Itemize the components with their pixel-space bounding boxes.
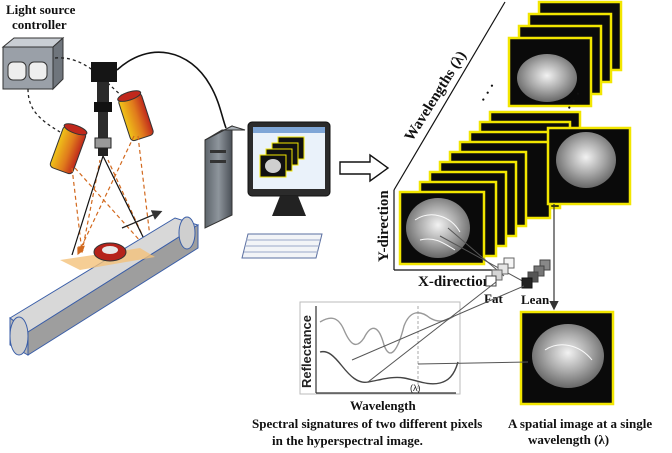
process-arrow [339,153,390,183]
spatial-caption-line1: A spatial image at a single [508,416,652,431]
lambda-marker-label: (λ) [410,383,421,393]
wavelength-axis [393,1,506,191]
spatial-caption-line2: wavelength (λ) [528,432,609,447]
wavelengths-label: Wavelengths (λ) [402,48,470,144]
light-source-controller: Light source controller [1,2,76,91]
light-rays [71,135,155,256]
camera-cable [116,51,227,129]
spectrum-plot: Reflectance (λ) Wavelength Spectral sign… [252,281,529,448]
camera [91,51,227,156]
lamp-left [49,123,88,175]
back-frame-meat [517,54,577,102]
monitor-image-stack [259,136,305,178]
computer-tower [204,125,233,229]
controller-knob-left [7,61,27,81]
lean-pixel-stack [521,259,551,289]
computer [204,121,331,259]
belt-direction-arrow [121,210,163,229]
spatial-image: A spatial image at a single wavelength (… [508,204,652,447]
y-direction-label: Y-direction [376,190,392,262]
stack-ellipsis-left: · · · [477,80,501,106]
controller-label-line2: controller [12,17,67,32]
camera-body [91,62,117,82]
keyboard [241,233,323,259]
fat-spectrum-curve [319,312,455,354]
front-frame-meat [406,198,470,258]
controller-label-line1: Light source [6,2,76,17]
controller-knob-right [28,61,48,81]
lean-spectrum-curve [319,350,459,385]
x-direction-label: X-direction [418,274,492,290]
conveyor-belt [9,210,200,356]
spatial-image-meat [532,324,604,388]
spectral-caption-line2: in the hyperspectral image. [272,433,423,448]
spectral-caption-line1: Spectral signatures of two different pix… [252,416,482,431]
lamp-right [117,90,154,142]
fat-pixel-stack [485,257,515,287]
monitor-stand [272,196,306,216]
reflectance-label: Reflectance [299,315,314,388]
middle-right-meat [556,132,616,188]
wavelength-label: Wavelength [350,398,416,413]
lean-label: Lean [521,292,550,307]
camera-lens [98,148,108,156]
